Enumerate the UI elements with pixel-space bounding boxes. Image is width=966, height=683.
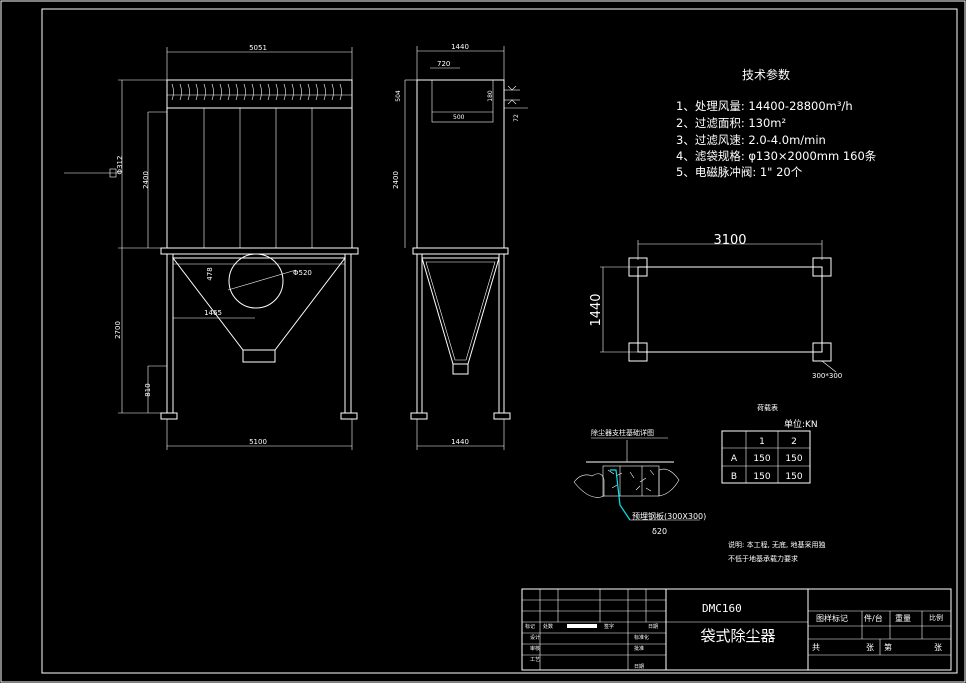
title-block: 标记 处数 签字 日期 设计 标准化 审核 批准 工艺 日期 DMC160 袋式… xyxy=(521,588,952,671)
tech-param-4: 4、滤袋规格: φ130×2000mm 160条 xyxy=(676,149,877,163)
foundation-detail: 除尘器支柱基础详图 预埋钢板(300X300) δ20 说明: 本工程, 无底,… xyxy=(573,428,825,563)
side-view: 1440 720 500 504 180 72 2400 1440 xyxy=(392,43,528,450)
tech-params: 技术参数 1、处理风量: 14400-28800m³/h 2、过滤面积: 130… xyxy=(676,67,877,179)
tb-process: 工艺 xyxy=(530,657,540,663)
tech-param-3: 3、过滤风速: 2.0-4.0m/min xyxy=(676,133,826,147)
tb-total: 共 xyxy=(812,643,820,652)
front-hopper xyxy=(171,257,347,351)
dim-height-2700: 2700 xyxy=(114,321,122,339)
tb-sheet: 张 xyxy=(866,643,874,652)
foundation-plate: 预埋钢板(300X300) xyxy=(632,511,706,521)
tb-rev-count: 处数 xyxy=(543,623,553,630)
dim-hopper-478: 478 xyxy=(206,267,214,280)
pulse-valves xyxy=(167,83,352,101)
dim-height-2400-side: 2400 xyxy=(392,171,400,189)
tb-dated: 日期 xyxy=(634,664,644,670)
plan-frame xyxy=(637,266,823,353)
load-table-unit: 单位:KN xyxy=(784,418,818,430)
load-row-b-label: B xyxy=(731,472,737,482)
load-row-b-2: 150 xyxy=(785,472,802,482)
filter-body xyxy=(166,107,353,249)
tb-date: 日期 xyxy=(648,624,658,630)
load-table: 荷载表 单位:KN 1 2 A 150 150 B 150 150 xyxy=(721,403,818,484)
tb-approve: 批准 xyxy=(634,645,644,652)
dim-hopper-dia: Φ520 xyxy=(293,269,312,277)
tb-drawing-mark: 图样标记 xyxy=(816,613,848,623)
dim-front-top: 5051 xyxy=(249,44,267,52)
foundation-note-1: 说明: 本工程, 无底, 地基采用独 xyxy=(728,540,825,549)
load-row-b-1: 150 xyxy=(753,472,770,482)
tech-title: 技术参数 xyxy=(742,67,790,82)
dim-plan-pad: 300*300 xyxy=(812,372,842,380)
dim-side-720: 720 xyxy=(437,60,450,68)
tb-rev-mark: 标记 xyxy=(525,623,535,630)
side-body xyxy=(416,79,505,249)
side-hopper xyxy=(421,257,500,365)
load-row-a-2: 150 xyxy=(785,454,802,464)
foundation-thk: δ20 xyxy=(652,527,667,536)
dim-side-top: 1440 xyxy=(451,43,469,51)
load-table-title: 荷载表 xyxy=(757,403,778,412)
dim-plan-1440: 1440 xyxy=(589,293,604,326)
tb-weight: 重量 xyxy=(895,613,911,623)
tb-model: DMC160 xyxy=(702,602,742,615)
tb-sheet2: 张 xyxy=(934,643,942,652)
tb-no: 第 xyxy=(884,642,892,652)
plan-view: 3100 1440 300*300 xyxy=(589,233,842,380)
plan-pad-3 xyxy=(628,342,648,362)
tb-sign: 签字 xyxy=(604,623,614,630)
plan-pad-2 xyxy=(812,257,832,277)
tech-param-5: 5、电磁脉冲阀: 1" 20个 xyxy=(676,165,803,179)
dim-inlet: Φ312 xyxy=(116,156,124,175)
tb-scale: 比例 xyxy=(929,613,943,622)
load-col-2: 2 xyxy=(791,437,797,447)
dim-height-810: 810 xyxy=(144,383,152,396)
dim-side-180: 180 xyxy=(487,90,494,102)
dim-side-72: 72 xyxy=(513,114,520,122)
tb-design: 设计 xyxy=(530,634,540,641)
load-row-a-label: A xyxy=(731,454,738,464)
tb-piece: 件/台 xyxy=(864,613,883,623)
dim-front-bottom: 5100 xyxy=(249,438,267,446)
dim-side-bottom: 1440 xyxy=(451,438,469,446)
load-col-1: 1 xyxy=(759,437,765,447)
foundation-title: 除尘器支柱基础详图 xyxy=(591,428,654,437)
front-view: 5051 2400 Φ312 xyxy=(64,44,359,450)
plan-pad-1 xyxy=(628,257,648,277)
side-top-box xyxy=(431,79,494,123)
dim-plan-3100: 3100 xyxy=(713,233,746,248)
tb-std: 标准化 xyxy=(634,634,649,641)
dim-height-2400-left: 2400 xyxy=(142,171,150,189)
tb-check: 审核 xyxy=(530,645,540,652)
dim-side-504: 504 xyxy=(395,90,402,102)
tb-name: 袋式除尘器 xyxy=(700,627,775,645)
tech-param-1: 1、处理风量: 14400-28800m³/h xyxy=(676,99,853,113)
dim-hopper-1465: 1465 xyxy=(204,309,222,317)
foundation-note-2: 不低于地基承载力要求 xyxy=(728,554,798,563)
dim-side-500: 500 xyxy=(453,114,465,121)
embedded-plate-leader xyxy=(610,469,631,521)
tech-param-2: 2、过滤面积: 130m² xyxy=(676,116,786,130)
inner-border xyxy=(41,8,958,674)
hopper-access-circle xyxy=(228,253,284,309)
load-row-a-1: 150 xyxy=(753,454,770,464)
